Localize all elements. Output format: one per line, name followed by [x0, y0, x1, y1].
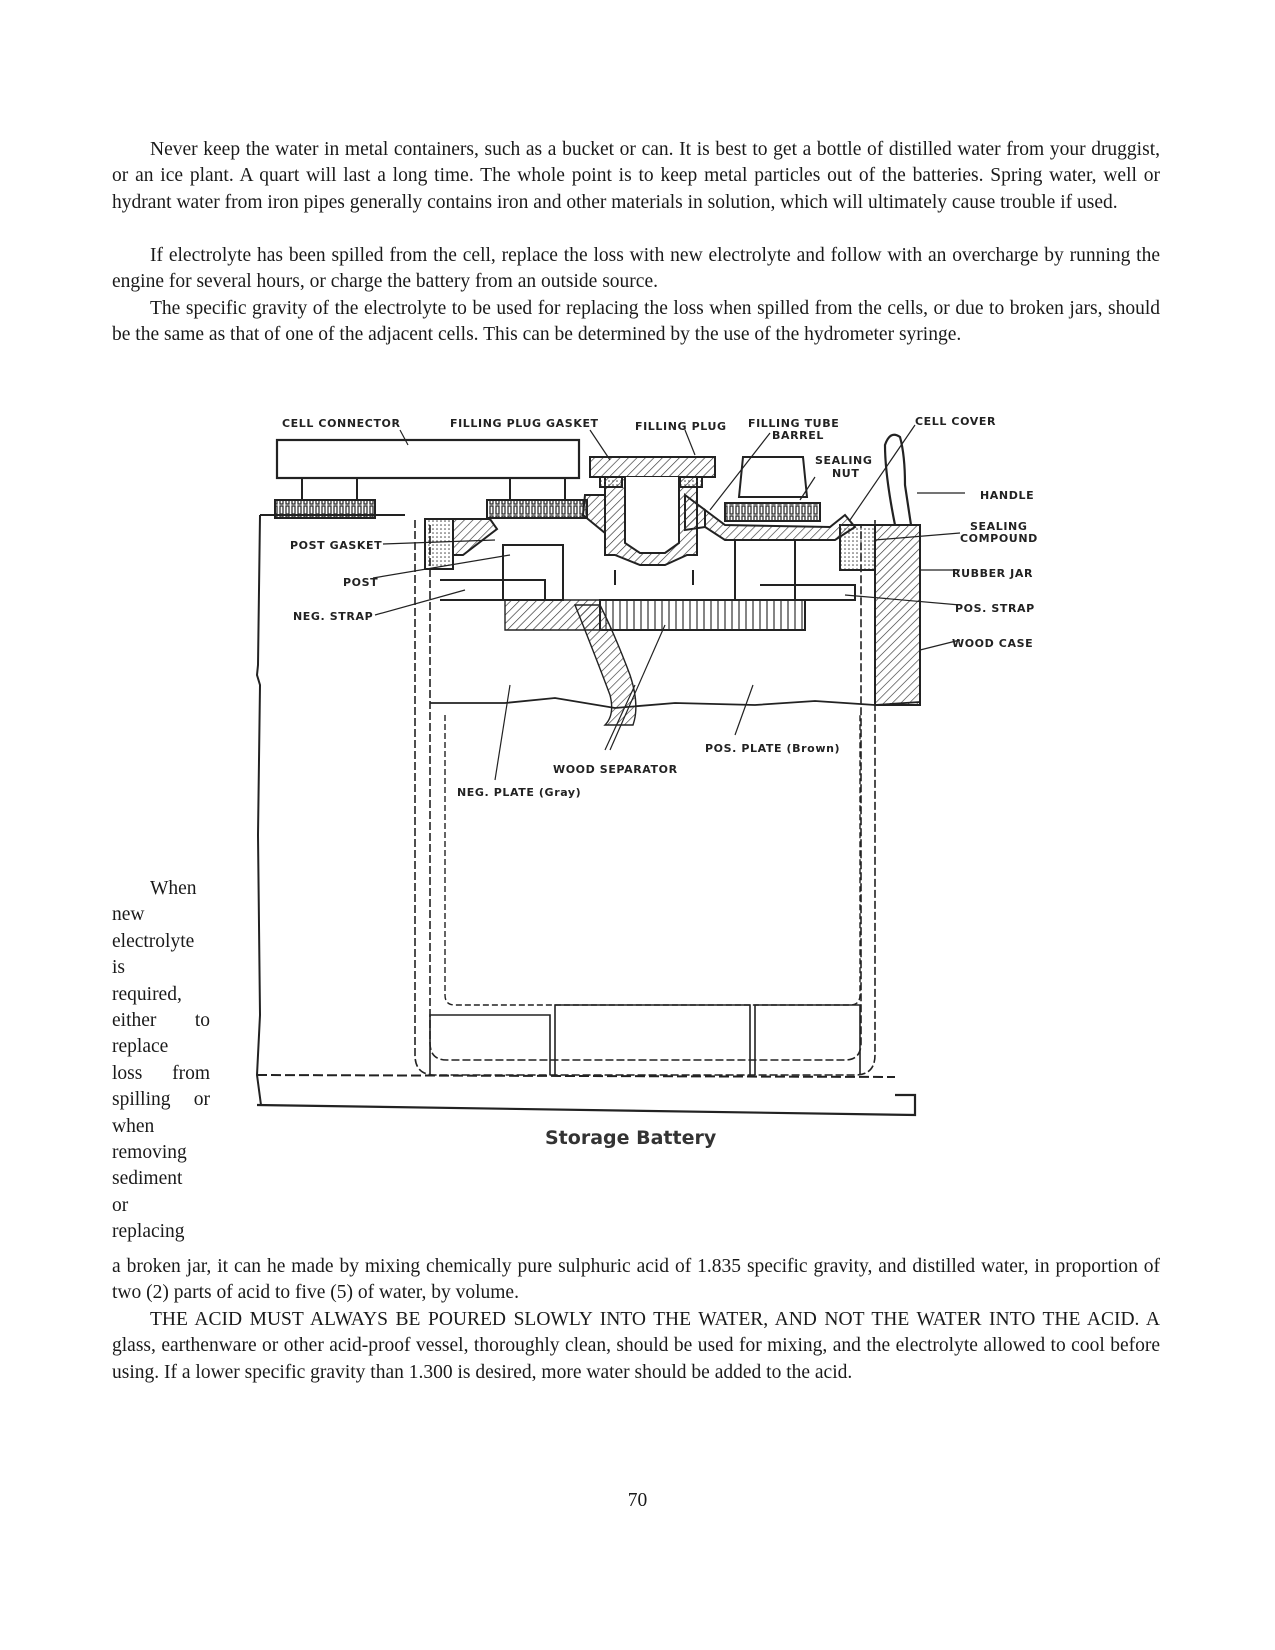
label-filling-tube: FILLING TUBE: [748, 417, 839, 430]
text-line: either to: [112, 1010, 210, 1032]
text-line: removing: [112, 1142, 187, 1164]
handle-drawing: [883, 433, 913, 526]
battery-drawing: [255, 424, 965, 1117]
text-line: new: [112, 904, 145, 926]
paragraph-distilled-water: Never keep the water in metal containers…: [112, 139, 1160, 213]
pos-strap: [760, 584, 856, 601]
text-line: or: [112, 1194, 129, 1216]
text-line: electrolyte: [112, 930, 195, 952]
text-line: When: [150, 878, 197, 899]
separator-top: [599, 599, 806, 631]
neg-strap: [440, 579, 546, 601]
wood-case: [874, 524, 921, 706]
text-line: sediment: [112, 1168, 183, 1190]
text-line: spilling or: [112, 1089, 210, 1111]
left-post-nut: [274, 499, 376, 519]
text-line: when: [112, 1115, 155, 1137]
case-left-wall: [255, 514, 262, 1106]
text-line: required,: [112, 983, 182, 1005]
label-filling-plug-gasket: FILLING PLUG GASKET: [450, 417, 599, 430]
figure-caption: Storage Battery: [545, 1127, 717, 1149]
wood-separator-grain: [573, 604, 637, 726]
label-neg-plate: NEG. PLATE (Gray): [457, 786, 581, 799]
label-pos-strap: POS. STRAP: [955, 602, 1035, 615]
storage-battery-figure: CELL CONNECTOR FILLING PLUG GASKET FILLI…: [255, 415, 1100, 1215]
label-post-gasket: POST GASKET: [290, 539, 382, 552]
text-line: loss from: [112, 1062, 210, 1084]
middle-post-nut: [486, 499, 588, 519]
label-wood-case: WOOD CASE: [952, 637, 1033, 650]
filling-plug-cap: [589, 456, 716, 478]
text-line: is: [112, 957, 126, 979]
rubber-jar: [414, 520, 876, 1076]
label-sealing-nut: SEALING: [815, 454, 873, 467]
cell-connector-bar: [275, 438, 581, 480]
paragraph-specific-gravity: The specific gravity of the electrolyte …: [112, 298, 1160, 346]
label-handle: HANDLE: [980, 489, 1034, 502]
page-number: 70: [627, 1490, 648, 1511]
post-right: [734, 539, 796, 601]
text-line: replacing: [112, 1221, 185, 1243]
label-cell-cover: CELL COVER: [915, 415, 996, 428]
label-pos-plate: POS. PLATE (Brown): [705, 742, 840, 755]
post-left: [502, 544, 564, 601]
label-wood-separator: WOOD SEPARATOR: [553, 763, 678, 776]
text-line: replace: [112, 1036, 169, 1058]
paragraph-mixing-proportion: a broken jar, it can he made by mixing c…: [112, 1256, 1160, 1304]
paragraph-new-electrolyte-wrapped: When new electrolyte is required, either…: [112, 876, 210, 1246]
label-sealing: SEALING: [970, 520, 1028, 533]
label-post: POST: [343, 576, 378, 589]
label-rubber-jar: RUBBER JAR: [952, 567, 1033, 580]
figure-labels: CELL CONNECTOR FILLING PLUG GASKET FILLI…: [282, 415, 1038, 1149]
label-filling-plug: FILLING PLUG: [635, 420, 727, 433]
paragraph-acid-warning: THE ACID MUST ALWAYS BE POURED SLOWLY IN…: [112, 1309, 1160, 1383]
label-compound: COMPOUND: [960, 532, 1038, 545]
sealing-nut-drawing: [724, 502, 821, 522]
paragraph-spilled-electrolyte: If electrolyte has been spilled from the…: [112, 245, 1160, 293]
label-barrel: BARREL: [772, 429, 824, 442]
label-cell-connector: CELL CONNECTOR: [282, 417, 401, 430]
label-nut: NUT: [832, 467, 859, 480]
label-neg-strap: NEG. STRAP: [293, 610, 373, 623]
